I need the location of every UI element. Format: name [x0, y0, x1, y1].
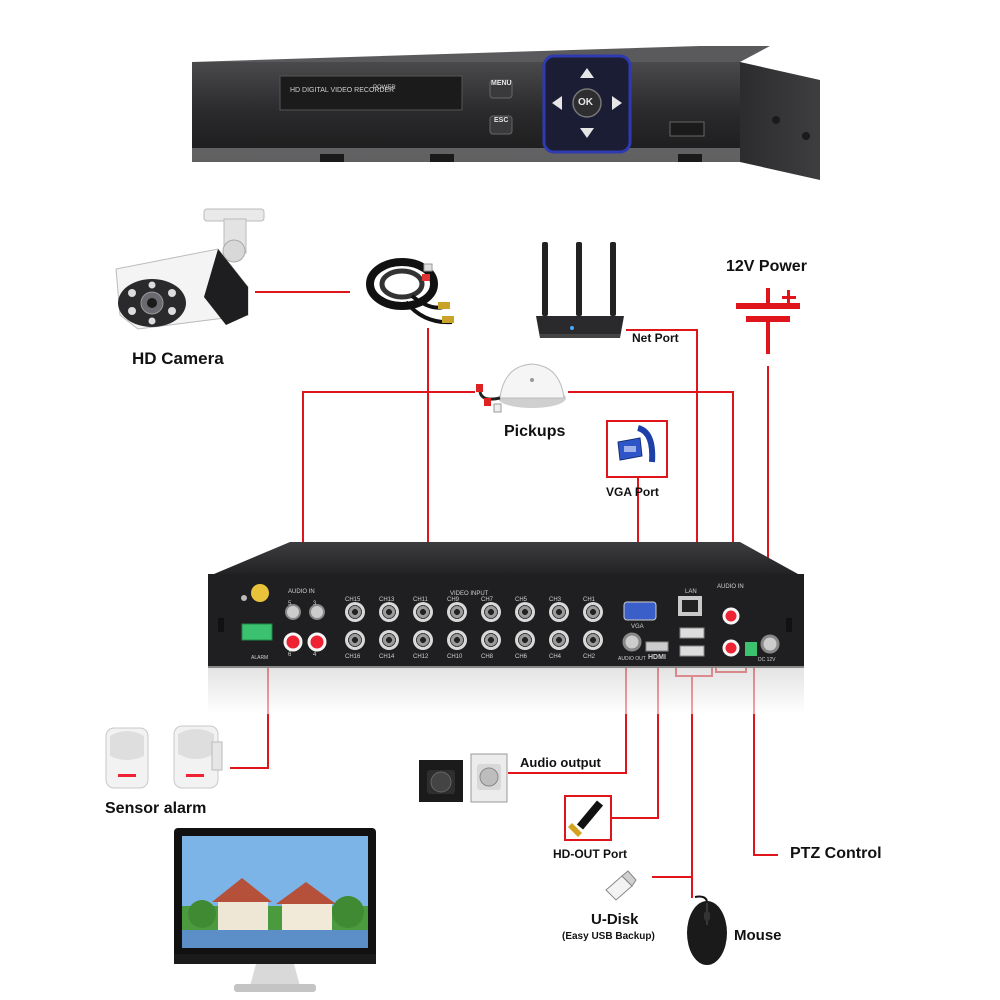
channel-label-top: CH3 — [549, 597, 562, 603]
mouse-label: Mouse — [734, 927, 782, 944]
lan-port-label: LAN — [685, 589, 697, 595]
bnc-connector-bottom — [515, 630, 535, 650]
sensor-alarm-label: Sensor alarm — [105, 800, 207, 817]
bnc-connector-bottom — [413, 630, 433, 650]
mouse-image — [687, 895, 727, 965]
hd-camera-label: HD Camera — [132, 349, 224, 368]
bnc-connector-top — [345, 602, 365, 622]
hdmi-cable-box — [564, 795, 612, 841]
channel-label-bottom: CH14 — [379, 654, 395, 660]
bnc-connector-top — [481, 602, 501, 622]
ok-key-label: OK — [578, 97, 593, 108]
hdmi-cable-icon — [568, 800, 604, 837]
bnc-connector-top — [515, 602, 535, 622]
channel-label-bottom: CH10 — [447, 654, 463, 660]
u-disk-note: (Easy USB Backup) — [562, 931, 655, 942]
bnc-connector-top — [549, 602, 569, 622]
power-12v-label: 12V Power — [726, 258, 807, 275]
channel-label-top: CH1 — [583, 597, 596, 603]
channel-label-top: CH7 — [481, 597, 494, 603]
power-label: POWER — [373, 85, 396, 91]
hd-camera-image — [115, 208, 265, 330]
bnc-connector-bottom — [379, 630, 399, 650]
channel-label-bottom: CH2 — [583, 654, 596, 660]
audio-in-num-4: 4 — [313, 652, 317, 658]
usb-disk-image — [605, 870, 637, 901]
audio-in-num-6: 6 — [288, 652, 292, 658]
hdmi-port-label: HDMI — [648, 654, 666, 661]
alarm-port-label: ALARM — [251, 655, 269, 661]
bnc-connector-bottom — [345, 630, 365, 650]
bnc-connector-bottom — [481, 630, 501, 650]
vga-port-label: VGA — [631, 624, 644, 630]
bnc-connector-top — [379, 602, 399, 622]
bnc-connector-bottom — [447, 630, 467, 650]
bnc-connector-top — [413, 602, 433, 622]
pickup-microphone-image — [476, 363, 566, 413]
router-image — [536, 242, 624, 338]
esc-key-label: ESC — [494, 117, 509, 124]
vga-port-caption: VGA Port — [606, 485, 659, 499]
channel-label-bottom: CH8 — [481, 654, 494, 660]
bnc-connector-top — [447, 602, 467, 622]
bnc-connector-bottom — [583, 630, 603, 650]
menu-key-label: MENU — [491, 80, 512, 87]
net-port-label: Net Port — [632, 331, 679, 345]
channel-label-bottom: CH6 — [515, 654, 528, 660]
hd-out-port-label: HD-OUT Port — [553, 847, 627, 861]
bnc-connector-bottom — [549, 630, 569, 650]
bnc-cable-image — [366, 258, 454, 325]
channel-label-top: CH15 — [345, 597, 361, 603]
audio-in-num-3: 3 — [313, 601, 317, 607]
audio-out-port-label: AUDIO OUT — [618, 656, 646, 662]
channel-label-top: CH5 — [515, 597, 528, 603]
audio-in-left-label: AUDIO IN — [288, 589, 315, 595]
audio-in-right-label: AUDIO IN — [717, 584, 744, 590]
video-input-label: VIDEO INPUT — [450, 591, 489, 597]
nvr-rear-view — [208, 542, 804, 714]
dc12v-port-label: DC 12V — [758, 657, 776, 663]
vga-cable-icon — [617, 425, 656, 463]
audio-output-label: Audio output — [520, 755, 601, 770]
bnc-connector-top — [583, 602, 603, 622]
ptz-control-label: PTZ Control — [790, 845, 882, 862]
channel-label-top: CH13 — [379, 597, 395, 603]
nvr-front-view — [192, 46, 820, 180]
audio-in-num-5: 5 — [288, 601, 292, 607]
u-disk-label: U-Disk — [591, 911, 639, 928]
pickups-label: Pickups — [504, 423, 566, 440]
vga-cable-box — [606, 420, 668, 478]
front-display-text: HD DIGITAL VIDEO RECORDER — [290, 87, 395, 94]
channel-label-bottom: CH12 — [413, 654, 429, 660]
speakers-image — [419, 753, 508, 803]
channel-label-bottom: CH4 — [549, 654, 562, 660]
sensor-alarm-image — [105, 725, 223, 789]
channel-label-top: CH11 — [413, 597, 428, 603]
monitor-image — [174, 828, 376, 992]
channel-label-top: CH9 — [447, 597, 460, 603]
channel-label-bottom: CH16 — [345, 654, 361, 660]
